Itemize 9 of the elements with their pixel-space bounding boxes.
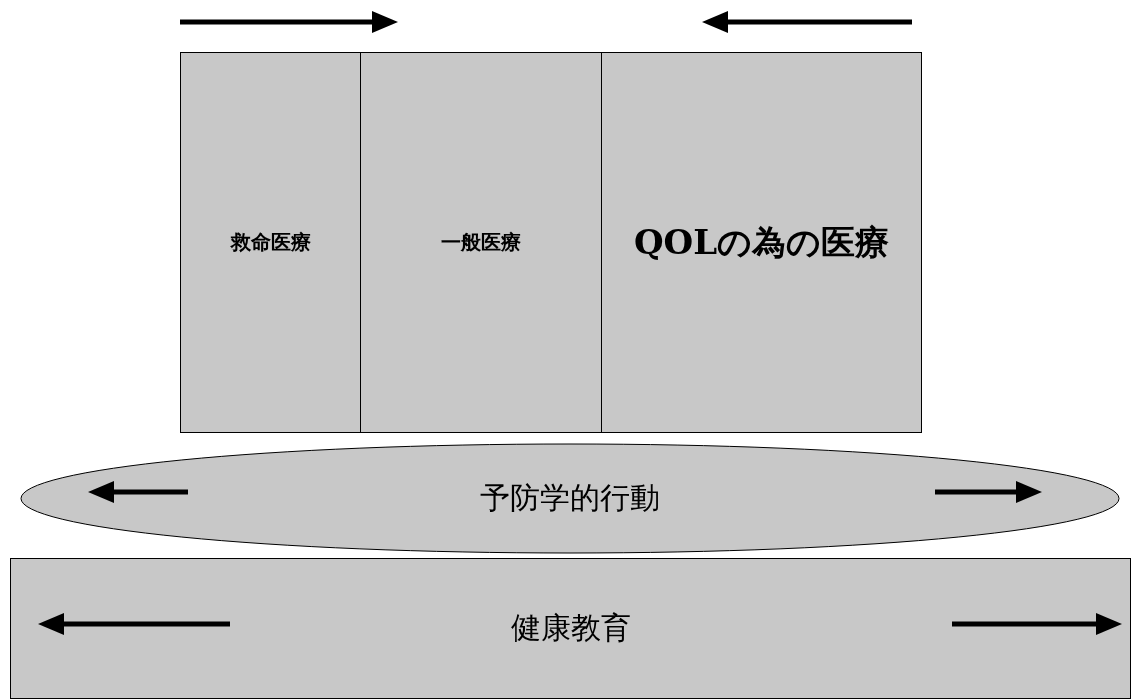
section-label: 救命医療 [230, 229, 311, 256]
panel-box [360, 52, 602, 433]
panel-box [10, 558, 1131, 699]
section-label: 一般医療 [441, 229, 521, 256]
section-label: QOLの為の医療 [633, 220, 890, 264]
panel-box [180, 52, 361, 433]
panel-box [601, 52, 922, 433]
ellipse-label: 予防学的行動 [480, 479, 660, 517]
band-label: 健康教育 [510, 609, 631, 647]
